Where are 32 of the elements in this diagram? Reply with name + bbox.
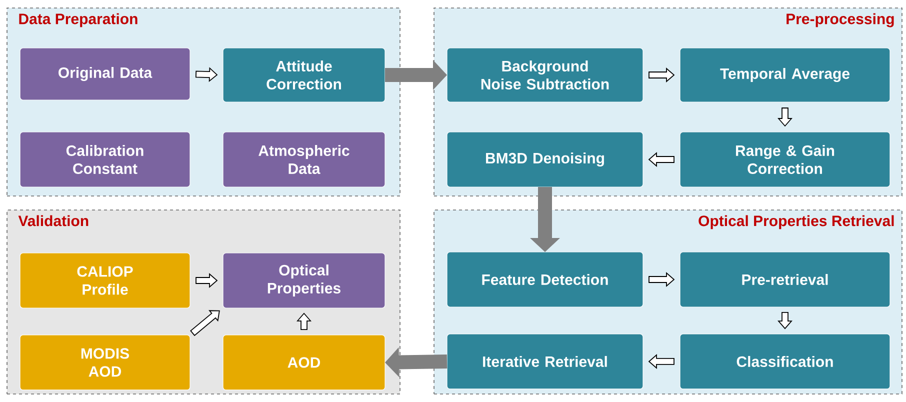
arrow — [778, 312, 792, 330]
arrow — [530, 187, 560, 252]
arrow — [195, 67, 218, 82]
process-box: MODIS AOD — [20, 334, 190, 390]
process-box: Calibration Constant — [20, 132, 190, 188]
process-box: Attitude Correction — [222, 48, 386, 102]
process-box: CALIOP Profile — [20, 252, 190, 308]
arrow — [296, 312, 312, 330]
panel-heading: Data Preparation — [19, 13, 138, 28]
panel-heading: Pre-processing — [786, 13, 894, 28]
process-box: Range & Gain Correction — [680, 132, 890, 188]
panel-heading: Validation — [18, 215, 88, 226]
process-box: Atmospheric Data — [222, 132, 386, 188]
arrow — [196, 273, 218, 288]
arrow — [778, 108, 792, 127]
process-box: Iterative Retrieval — [446, 334, 644, 390]
arrow — [648, 68, 675, 82]
process-box: Feature Detection — [446, 252, 644, 308]
arrow — [648, 272, 675, 287]
arrow — [648, 354, 674, 369]
panel-heading: Optical Properties Retrieval — [698, 215, 894, 230]
process-box: Temporal Average — [680, 48, 890, 102]
arrow — [385, 60, 447, 90]
process-box: Classification — [680, 334, 890, 390]
arrow — [648, 152, 674, 167]
process-box: BM3D Denoising — [446, 132, 644, 188]
process-box: Background Noise Subtraction — [446, 48, 644, 102]
arrow — [385, 347, 448, 378]
process-box: Pre-retrieval — [680, 252, 890, 308]
process-box: Original Data — [20, 48, 190, 100]
process-box: AOD — [222, 334, 386, 390]
process-box: Optical Properties — [222, 252, 386, 308]
